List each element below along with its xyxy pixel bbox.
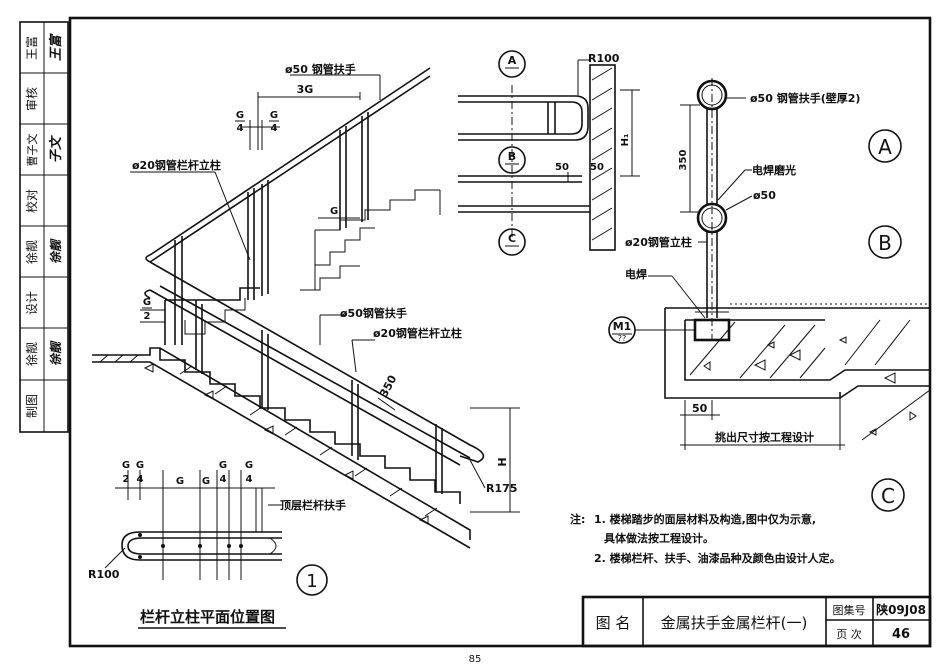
plan-number: 1 [306, 571, 317, 592]
label-post-left: ø20钢管栏杆立柱 [132, 158, 221, 172]
detail-label-post: ø20钢管立柱 [625, 235, 692, 249]
dim-50-b: 50 [590, 162, 604, 173]
detail-label-m1: M1 [613, 320, 632, 333]
section-label-a: A [508, 54, 517, 67]
plan-label-top-rail: 顶层栏杆扶手 [280, 498, 346, 512]
marker-a: A [878, 135, 892, 159]
dim-g4-a-den: 4 [237, 123, 244, 134]
title-name-label: 图 名 [596, 614, 631, 632]
signoff-label-8: 制图 [25, 394, 39, 418]
notes-item-2: 具体做法按工程设计。 [604, 531, 714, 545]
dim-h1: H₁ [620, 134, 631, 147]
detail-dim-50: 50 [692, 402, 708, 415]
signoff-sign-5: 徐靓 [49, 238, 63, 264]
title-block: 图 名 金属扶手金属栏杆(一) 图集号 陕09J08 页 次 46 [581, 595, 932, 648]
dim-350: 350 [377, 373, 399, 400]
svg-text:4: 4 [220, 474, 227, 485]
signoff-label-3: 曹子文 [25, 134, 39, 167]
svg-text:2: 2 [123, 474, 130, 485]
plan-dim-6: G [245, 460, 253, 471]
marker-c: C [881, 484, 895, 508]
plan-title: 栏杆立柱平面位置图 [140, 608, 275, 626]
dim-g4-a-num: G [236, 110, 244, 121]
stair-perspective: 3G G 4 G 4 G G 2 ø50 钢管扶手 ø20钢管栏杆立柱 ø50钢… [92, 62, 520, 549]
label-handrail-top: ø50 钢管扶手 [285, 62, 356, 76]
lower-flight-slab [92, 347, 471, 540]
title-page-label: 页 次 [836, 627, 862, 641]
detail-lower-pipe [696, 202, 728, 234]
notes-prefix: 注: [570, 512, 585, 526]
plan-view: G 2 G 4 G G G 4 G 4 顶层栏杆扶手 R100 1 栏杆立柱平面… [88, 460, 346, 629]
detail-label-overhang: 挑出尺寸按工程设计 [715, 430, 814, 444]
title-page-value: 46 [892, 627, 910, 642]
label-r100-top: R100 [588, 52, 620, 65]
plan-dim-1: G [122, 460, 130, 471]
lower-handrail [149, 261, 485, 463]
label-post-mid: ø20钢管栏杆立柱 [373, 326, 462, 340]
dim-3g: 3G [297, 83, 314, 96]
title-name-value: 金属扶手金属栏杆(一) [661, 614, 808, 632]
detail-label-m1-sub: ?? [618, 334, 627, 343]
label-handrail-mid: ø50钢管扶手 [340, 306, 407, 320]
notes: 注: 1. 楼梯踏步的面层材料及构造,图中仅为示意, 具体做法按工程设计。 2.… [570, 512, 841, 565]
detail-label-phi50: ø50 [753, 189, 776, 202]
signoff-sign-1: 王富 [48, 33, 64, 61]
dim-50-a: 50 [555, 162, 569, 173]
signoff-sign-7: 徐靓 [49, 340, 63, 366]
section-markers: A B C [868, 129, 905, 512]
sheet-border [68, 16, 932, 648]
detail-label-weld-polish: 电焊磨光 [752, 163, 796, 177]
signoff-label-2: 审核 [24, 87, 39, 111]
signoff-strip: 王富 王富 审核 曹子文 子文 校对 徐靓 徐靓 设计 徐靓 徐靓 制图 [19, 21, 69, 433]
label-r175: R175 [486, 482, 517, 495]
detail-view: ø50 钢管扶手(壁厚2) 350 电焊磨光 ø50 ø20钢管立柱 电焊 [608, 78, 931, 450]
dim-g4-b-den: 4 [271, 123, 278, 134]
title-set-label: 图集号 [833, 603, 866, 617]
section-label-c: C [508, 232, 516, 245]
section-label-b: B [508, 150, 516, 163]
plan-dim-3: G [176, 476, 184, 487]
upper-handrail [149, 67, 431, 256]
detail-dim-350: 350 [678, 150, 689, 171]
plan-dim-2: G [136, 460, 144, 471]
marker-b: B [878, 231, 892, 255]
title-set-value: 陕09J08 [876, 602, 926, 617]
notes-item-3: 2. 楼梯栏杆、扶手、油漆品种及颜色由设计人定。 [594, 551, 841, 565]
section-view: A B C R100 H₁ 50 50 [458, 50, 640, 256]
plan-label-r100: R100 [88, 568, 120, 581]
detail-label-handrail: ø50 钢管扶手(壁厚2) [750, 91, 860, 105]
dim-g2-num: G [143, 297, 151, 308]
lower-flight-steps [159, 348, 461, 504]
dim-g-mid: G [330, 206, 338, 217]
dim-h: H [496, 457, 509, 466]
plan-number-circle [296, 564, 328, 596]
signoff-label-1: 王富 [24, 36, 39, 60]
svg-text:4: 4 [246, 474, 253, 485]
signoff-label-4: 校对 [24, 189, 39, 213]
notes-item-1: 1. 楼梯踏步的面层材料及构造,图中仅为示意, [594, 512, 816, 526]
detail-label-weld: 电焊 [625, 267, 647, 281]
signoff-label-7: 徐靓 [24, 342, 39, 366]
svg-text:4: 4 [137, 474, 144, 485]
dim-g2-den: 2 [144, 311, 151, 322]
page-number: 85 [469, 654, 482, 665]
dim-g4-b-num: G [270, 110, 278, 121]
signoff-sign-3: 子文 [48, 135, 64, 163]
plan-dim-5: G [219, 460, 227, 471]
signoff-label-5: 徐靓 [24, 240, 39, 264]
signoff-label-6: 设计 [25, 291, 39, 315]
plan-dim-4: G [202, 476, 210, 487]
